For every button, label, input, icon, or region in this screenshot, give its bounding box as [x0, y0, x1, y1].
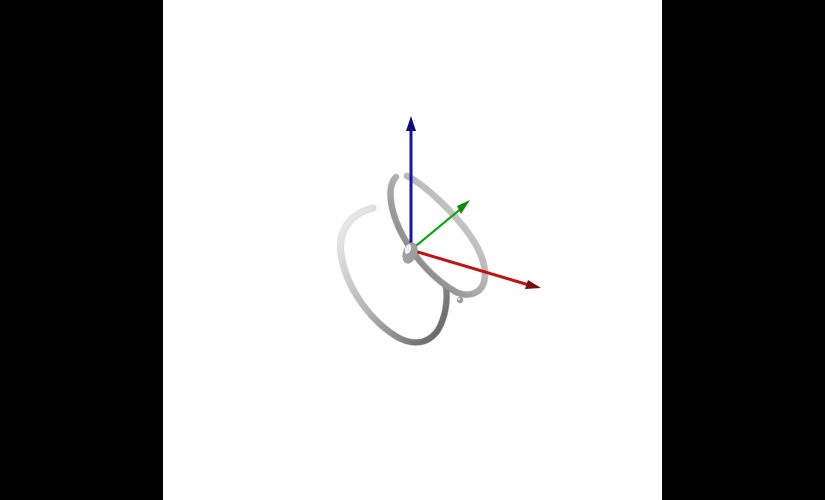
z-axis-arrow	[406, 116, 416, 252]
y-axis-arrow	[409, 200, 470, 252]
wire-loop-left	[337, 204, 451, 346]
wire-loop-right	[387, 172, 489, 299]
letterbox-left	[0, 0, 163, 500]
origin-hub	[402, 242, 418, 264]
wire-end-bead	[456, 296, 464, 304]
scene-canvas	[337, 116, 541, 346]
3d-viewport[interactable]	[163, 0, 662, 500]
letterbox-right	[662, 0, 825, 500]
x-axis-arrow	[409, 248, 541, 289]
